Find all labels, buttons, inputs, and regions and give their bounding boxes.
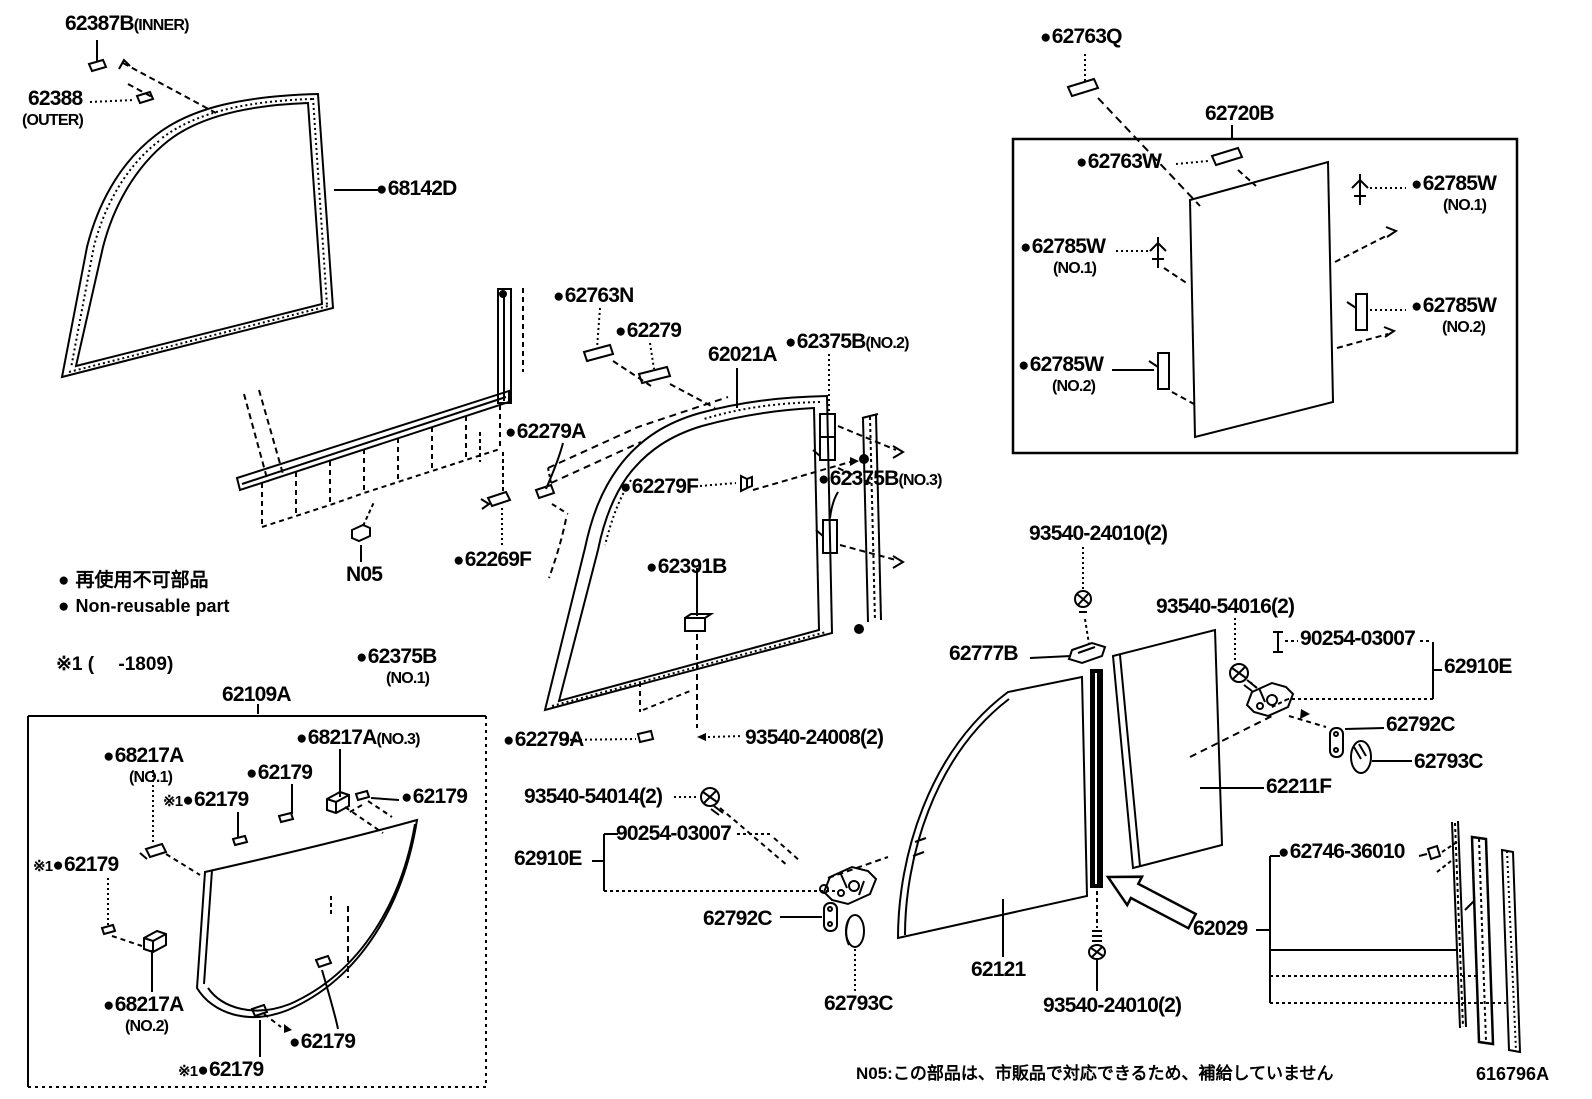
belt-molding-drawing bbox=[235, 288, 524, 562]
non-reusable-bullet-icon: ● bbox=[1020, 237, 1031, 258]
part-label-N05: N05 bbox=[346, 563, 383, 586]
non-reusable-bullet-icon: ● bbox=[646, 557, 657, 578]
fixed-glass-box bbox=[1011, 54, 1519, 455]
part-label-62785W: ●62785W(NO.2) bbox=[1411, 294, 1497, 336]
part-label-62179: ●62179 bbox=[246, 761, 313, 784]
non-reusable-bullet-icon: ● bbox=[401, 787, 412, 808]
part-label-62785W: ●62785W(NO.1) bbox=[1411, 172, 1497, 214]
part-label-93540-54014(2): 93540-54014(2) bbox=[524, 785, 663, 808]
legend-jp-text: 再使用不可部品 bbox=[75, 570, 209, 591]
non-reusable-bullet-icon: ● bbox=[52, 855, 63, 876]
part-label-62763W: ●62763W bbox=[1076, 150, 1162, 173]
non-reusable-bullet-icon: ● bbox=[246, 763, 257, 784]
part-label-62777B: 62777B bbox=[949, 642, 1019, 665]
part-label-62720B: 62720B bbox=[1205, 102, 1275, 125]
non-reusable-bullet-icon: ● bbox=[1411, 174, 1422, 195]
part-label-62387B: 62387B(INNER) bbox=[65, 12, 189, 35]
part-label-62279F: ●62279F bbox=[620, 475, 699, 498]
part-label-62211F: 62211F bbox=[1266, 775, 1332, 798]
non-reusable-bullet-icon: ● bbox=[103, 995, 114, 1016]
part-label-62910E: 62910E bbox=[1444, 655, 1512, 678]
non-reusable-bullet-icon: ● bbox=[182, 790, 193, 811]
legend-non-reusable-en: ●Non-reusable part bbox=[58, 596, 230, 618]
footnote-applicability: ※1 ( -1809) bbox=[56, 654, 174, 675]
weatherstrip-drawing bbox=[60, 40, 379, 379]
part-label-62792C: 62792C bbox=[703, 907, 773, 930]
part-label-62269F: ●62269F bbox=[453, 548, 532, 571]
non-reusable-bullet-icon: ● bbox=[505, 422, 516, 443]
non-reusable-bullet-icon: ● bbox=[356, 647, 367, 668]
diagram-id: 616796A bbox=[1476, 1064, 1550, 1084]
window-frame-drawing bbox=[543, 368, 882, 712]
legend-non-reusable-jp: ●再使用不可部品 bbox=[58, 565, 209, 592]
non-reusable-bullet-icon: ● bbox=[296, 728, 307, 749]
non-reusable-bullet-icon: ● bbox=[376, 179, 387, 200]
part-label-62179: ※1●62179 bbox=[33, 853, 119, 876]
part-label-62279A: ●62279A bbox=[503, 728, 584, 751]
part-label-62279: ●62279 bbox=[615, 319, 682, 342]
part-label-62179: ※1●62179 bbox=[163, 788, 249, 811]
non-reusable-bullet-icon: ● bbox=[553, 286, 564, 307]
non-reusable-bullet-icon: ● bbox=[1278, 842, 1289, 863]
part-label-68142D: ●68142D bbox=[376, 177, 457, 200]
division-bar-hardware-right bbox=[1229, 618, 1442, 774]
part-label-62121: 62121 bbox=[971, 958, 1026, 981]
glass-run-strips bbox=[1256, 820, 1522, 1054]
non-reusable-bullet-icon: ● bbox=[503, 730, 514, 751]
part-label-62279A: ●62279A bbox=[505, 420, 586, 443]
part-label-93540-24008(2): 93540-24008(2) bbox=[745, 726, 884, 749]
part-label-93540-24010(2): 93540-24010(2) bbox=[1029, 522, 1168, 545]
part-label-93540-24010(2): 93540-24010(2) bbox=[1043, 994, 1182, 1017]
quarter-trim-box bbox=[27, 704, 487, 1088]
part-label-90254-03007: 90254-03007 bbox=[1300, 627, 1416, 650]
part-label-62375B: ●62375B(NO.3) bbox=[818, 467, 942, 490]
part-label-68217A: ●68217A(NO.2) bbox=[103, 993, 184, 1035]
non-reusable-bullet-icon: ● bbox=[453, 550, 464, 571]
non-reusable-bullet-icon: ● bbox=[58, 596, 70, 617]
part-label-93540-54016(2): 93540-54016(2) bbox=[1156, 595, 1295, 618]
part-label-62179: ●62179 bbox=[401, 785, 468, 808]
part-label-68217A: ●68217A(NO.1) bbox=[103, 744, 184, 786]
part-label-62388: 62388(OUTER) bbox=[22, 87, 84, 129]
non-reusable-bullet-icon: ● bbox=[785, 332, 796, 353]
division-bar-hardware-left bbox=[592, 787, 889, 991]
part-label-62785W: ●62785W(NO.1) bbox=[1020, 235, 1106, 277]
part-label-62785W: ●62785W(NO.2) bbox=[1018, 353, 1104, 395]
non-reusable-bullet-icon: ● bbox=[818, 469, 829, 490]
part-label-62375B: ●62375B(NO.1) bbox=[356, 645, 437, 687]
part-label-62375B: ●62375B(NO.2) bbox=[785, 330, 909, 353]
part-label-62763Q: ●62763Q bbox=[1040, 25, 1122, 48]
non-reusable-bullet-icon: ● bbox=[620, 477, 631, 498]
non-reusable-bullet-icon: ● bbox=[197, 1060, 208, 1081]
frame-clips bbox=[534, 307, 905, 744]
part-label-62029: 62029 bbox=[1193, 917, 1248, 940]
part-label-62793C: 62793C bbox=[1414, 750, 1484, 773]
part-label-62793C: 62793C bbox=[824, 992, 894, 1015]
part-label-62391B: ●62391B bbox=[646, 555, 727, 578]
non-reusable-bullet-icon: ● bbox=[1076, 152, 1087, 173]
non-reusable-bullet-icon: ● bbox=[58, 570, 70, 591]
part-label-62179: ※1●62179 bbox=[178, 1058, 264, 1081]
legend-en-text: Non-reusable part bbox=[75, 596, 230, 616]
quarter-glass-drawing bbox=[896, 547, 1273, 991]
part-label-62021A: 62021A bbox=[708, 343, 778, 366]
part-label-68217A: ●68217A(NO.3) bbox=[296, 726, 420, 749]
non-reusable-bullet-icon: ● bbox=[1018, 355, 1029, 376]
bottom-note: N05:この部品は、市販品で対応できるため、補給していません bbox=[856, 1064, 1334, 1083]
non-reusable-bullet-icon: ● bbox=[615, 321, 626, 342]
part-label-62910E: 62910E bbox=[514, 847, 582, 870]
part-label-62109A: 62109A bbox=[222, 683, 292, 706]
non-reusable-bullet-icon: ● bbox=[289, 1032, 300, 1053]
non-reusable-bullet-icon: ● bbox=[103, 746, 114, 767]
part-label-62746-36010: ●62746-36010 bbox=[1278, 840, 1405, 863]
part-label-90254-03007: 90254-03007 bbox=[616, 822, 732, 845]
part-label-62792C: 62792C bbox=[1386, 713, 1456, 736]
part-label-62763N: ●62763N bbox=[553, 284, 634, 307]
non-reusable-bullet-icon: ● bbox=[1040, 27, 1051, 48]
part-label-62179: ●62179 bbox=[289, 1030, 356, 1053]
non-reusable-bullet-icon: ● bbox=[1411, 296, 1422, 317]
